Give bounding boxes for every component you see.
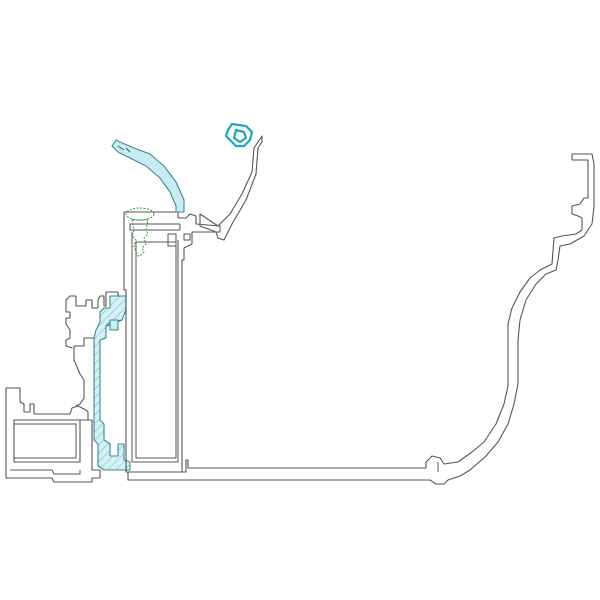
- main-mullion-profile: [123, 211, 221, 473]
- glazing-arm: [111, 139, 185, 213]
- gasket: [224, 122, 254, 148]
- base-sill: [127, 153, 595, 485]
- left-frame-profile: [5, 291, 123, 483]
- fixing-screw: [125, 207, 155, 257]
- bracket-arm: [199, 135, 263, 241]
- hatched-insert: [93, 295, 131, 471]
